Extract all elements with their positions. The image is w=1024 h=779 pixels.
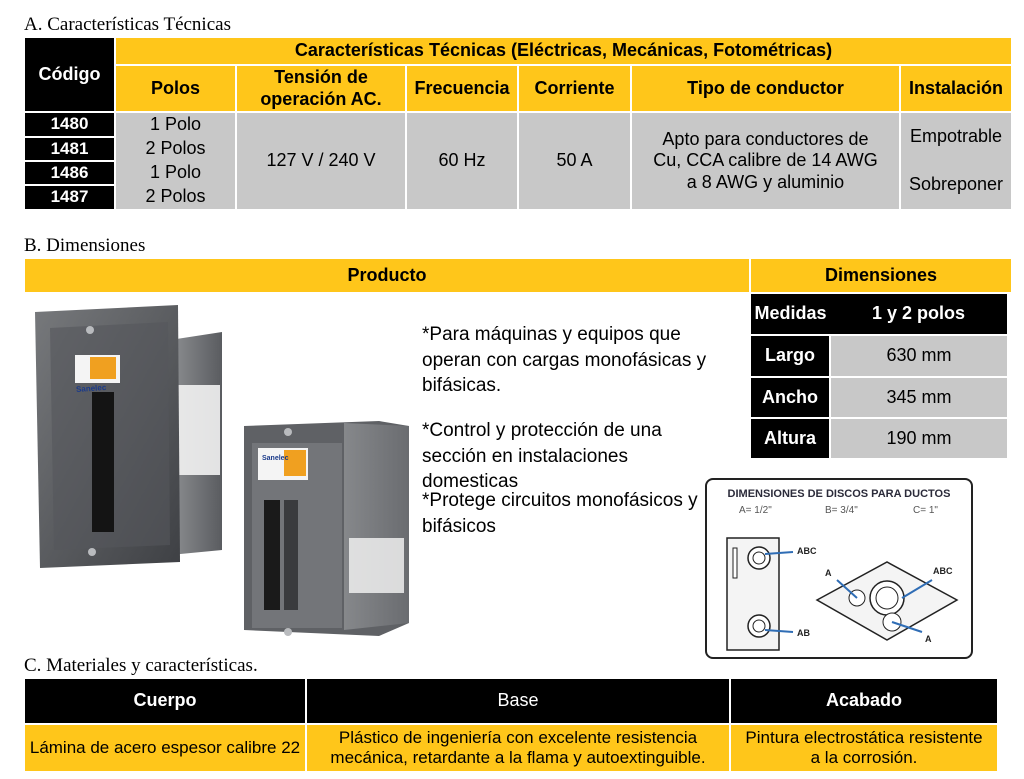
section-a-title: A. Características Técnicas: [24, 14, 231, 35]
discos-diagram: DIMENSIONES DE DISCOS PARA DUCTOS A= 1/2…: [705, 478, 973, 659]
disc-label-a: A: [825, 568, 832, 578]
product-image-large: [30, 300, 230, 575]
disc-size-b: B= 3/4": [825, 505, 858, 516]
producto-header: Producto: [24, 258, 750, 293]
dims-header-polos: 1 y 2 polos: [830, 293, 1008, 335]
dims-value: 345 mm: [830, 377, 1008, 418]
conductor-cell: Apto para conductores de Cu, CCA calibre…: [631, 112, 900, 210]
dimensiones-header: Dimensiones: [750, 258, 1012, 293]
disc-label-ab: AB: [797, 628, 810, 638]
dims-label: Ancho: [750, 377, 830, 418]
dims-label: Largo: [750, 335, 830, 377]
header-codigo: Código: [24, 37, 115, 112]
section-b-title: B. Dimensiones: [24, 235, 146, 256]
disc-size-c: C= 1": [913, 505, 938, 516]
header-cuerpo: Cuerpo: [24, 678, 306, 724]
dims-header-medidas: Medidas: [750, 293, 830, 335]
polos-value: 1 Polo: [149, 162, 202, 183]
discos-title: DIMENSIONES DE DISCOS PARA DUCTOS: [727, 488, 951, 500]
codigo-cell: 1487: [24, 185, 115, 210]
dims-label: Altura: [750, 418, 830, 459]
product-image-small: [244, 418, 414, 640]
disc-label-abc: ABC: [933, 566, 953, 576]
codigo-cell: 1486: [24, 161, 115, 185]
discos-drawing: [726, 537, 959, 651]
header-conductor: Tipo de conductor: [631, 65, 900, 112]
polos-value: 2 Polos: [145, 138, 206, 159]
instalacion-value: Sobreponer: [908, 174, 1004, 195]
bullet-text: *Para máquinas y equipos que operan con …: [422, 324, 707, 397]
tension-cell: 127 V / 240 V: [236, 112, 406, 210]
dims-value: 190 mm: [830, 418, 1008, 459]
codigo-cell: 1480: [24, 112, 115, 137]
header-instalacion: Instalación: [900, 65, 1012, 112]
corriente-cell: 50 A: [518, 112, 631, 210]
material-base: Plástico de ingeniería con excelente res…: [306, 724, 730, 772]
instalacion-cell: Empotrable Sobreponer: [900, 112, 1012, 210]
header-corriente: Corriente: [518, 65, 631, 112]
polos-value: 1 Polo: [149, 114, 202, 135]
section-c-title: C. Materiales y características.: [24, 655, 258, 676]
disc-size-a: A= 1/2": [739, 505, 772, 516]
header-polos: Polos: [115, 65, 236, 112]
polos-value: 2 Polos: [145, 186, 206, 207]
header-frecuencia: Frecuencia: [406, 65, 518, 112]
disc-label-a: A: [925, 634, 932, 644]
polos-cell: 1 Polo 2 Polos 1 Polo 2 Polos: [115, 112, 236, 210]
header-base: Base: [306, 678, 730, 724]
dims-value: 630 mm: [830, 335, 1008, 377]
header-group: Características Técnicas (Eléctricas, Me…: [115, 37, 1012, 65]
bullet-text: *Control y protección de una sección en …: [422, 420, 662, 493]
material-cuerpo: Lámina de acero espesor calibre 22: [24, 724, 306, 772]
codigo-cell: 1481: [24, 137, 115, 161]
header-acabado: Acabado: [730, 678, 998, 724]
disc-label-abc: ABC: [797, 546, 817, 556]
product-brand-label: Sanelec: [262, 455, 289, 462]
header-tension: Tensión de operación AC.: [236, 65, 406, 112]
frecuencia-cell: 60 Hz: [406, 112, 518, 210]
material-acabado: Pintura electrostática resistente a la c…: [730, 724, 998, 772]
instalacion-value: Empotrable: [909, 126, 1003, 147]
bullet-text: *Protege circuitos monofásicos y bifásic…: [422, 490, 698, 537]
